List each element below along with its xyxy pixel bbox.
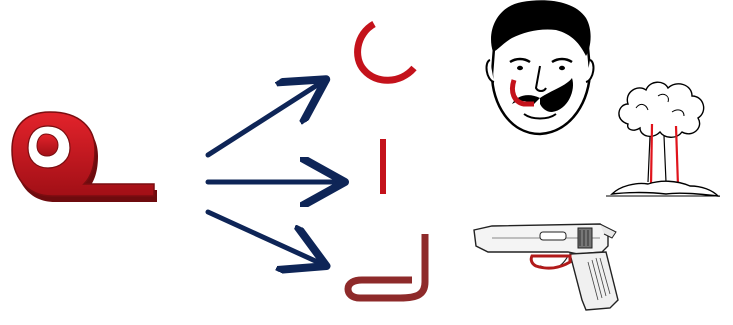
hook-stroke-icon [348,234,425,298]
mushroom-cloud-icon [606,82,720,196]
malayalam-letter-icon [12,112,157,202]
pistol-icon [474,224,618,310]
arrow-top [208,82,322,155]
face-mustache-icon [487,0,594,134]
arrow-bottom [208,212,322,264]
vertical-stroke-icon [380,139,386,194]
arc-stroke-icon [358,24,414,80]
arrows [208,82,340,264]
